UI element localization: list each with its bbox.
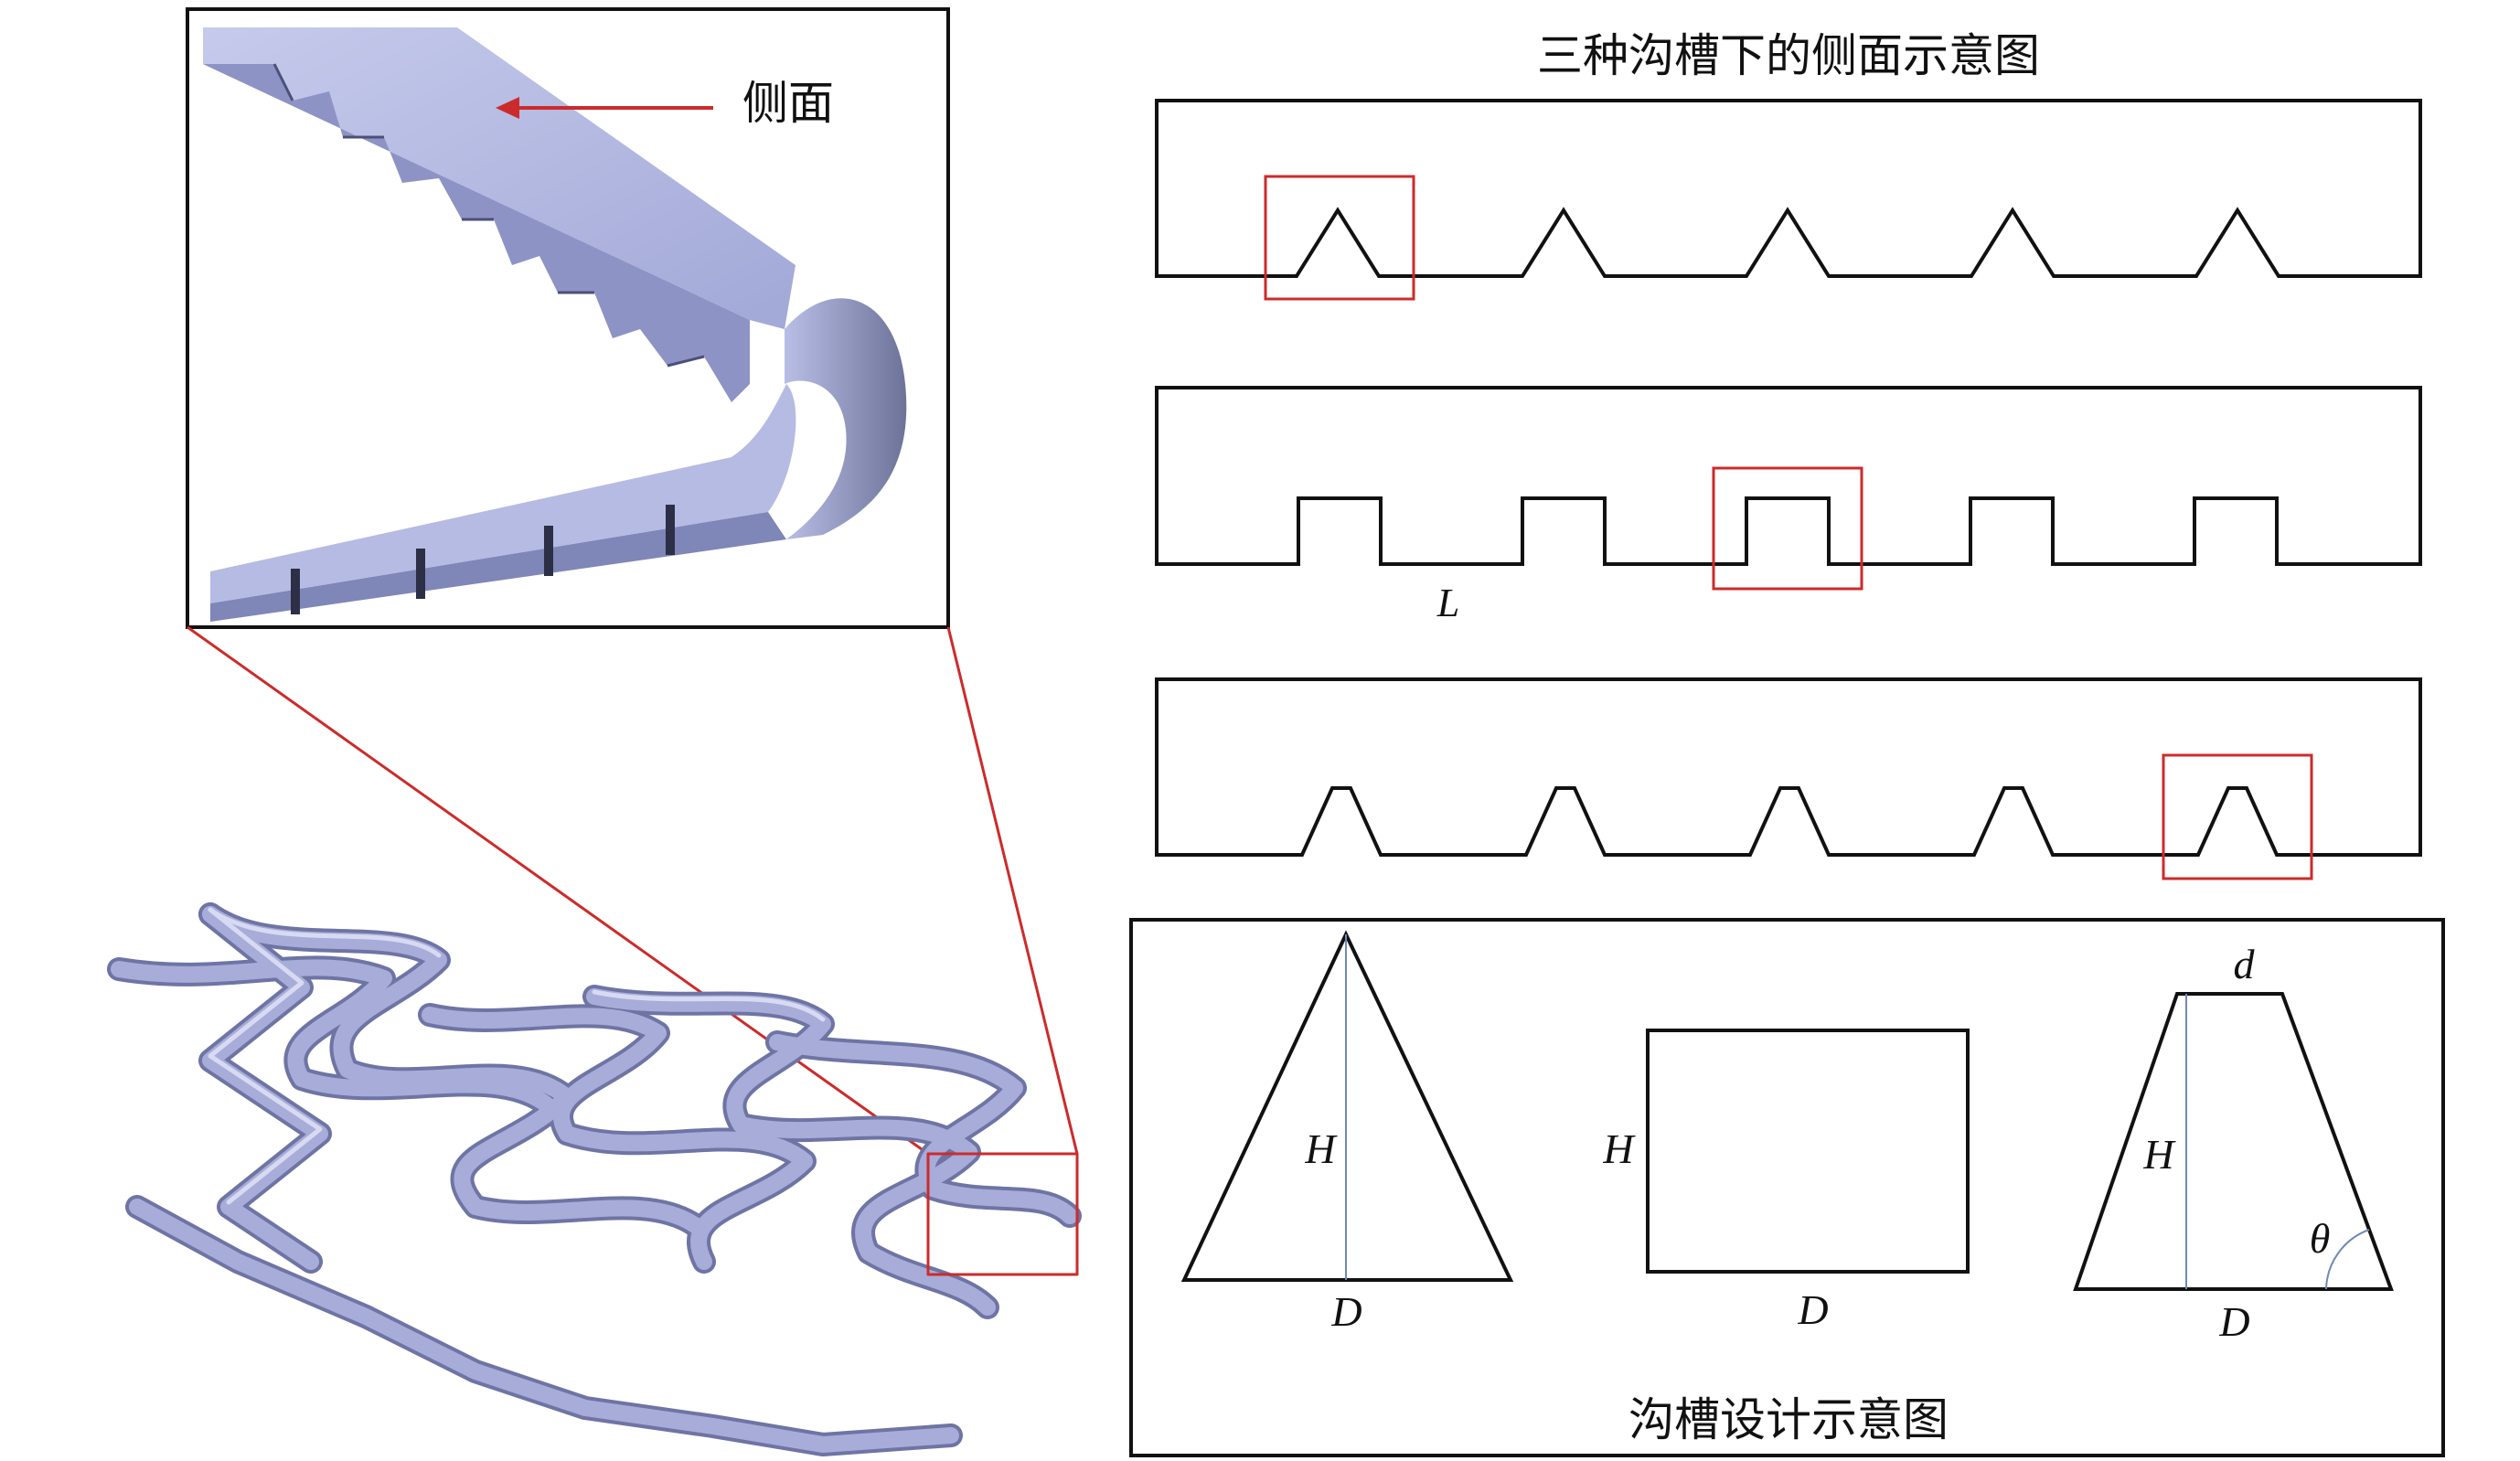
strut-top-face xyxy=(203,27,796,329)
triangle-shape xyxy=(1180,930,1514,1282)
rectangle-height-label: H xyxy=(1602,1125,1636,1172)
trapezoid-angle-label: θ xyxy=(2310,1215,2331,1262)
stent-model xyxy=(107,902,1082,1456)
profile-3-highlight xyxy=(2162,753,2313,880)
profile-triangle-grooves xyxy=(1155,99,2422,278)
side-face-arrow-head xyxy=(496,97,519,119)
strut-bend xyxy=(785,298,907,539)
rectangle-base-label: D xyxy=(1797,1286,1828,1333)
design-trapezoid: d H θ D xyxy=(2073,941,2394,1345)
profile-rect-grooves xyxy=(1155,386,2422,566)
profile-3-outline xyxy=(1155,677,2422,857)
trapezoid-shape xyxy=(2073,992,2394,1291)
rectangle-shape xyxy=(1646,1029,1970,1274)
profile-1-outline xyxy=(1155,99,2422,278)
strut-upper-notches xyxy=(272,63,705,368)
profile-trapezoid-grooves xyxy=(1155,677,2422,857)
stent-zoom-box xyxy=(926,1152,1079,1276)
trapezoid-height-label: H xyxy=(2142,1131,2176,1178)
design-panel-frame xyxy=(1129,918,2445,1457)
strut-upper-side-face xyxy=(203,64,750,402)
design-panel-title: 沟槽设计示意图 xyxy=(1628,1393,1949,1446)
zoom-connectors xyxy=(187,625,1079,1156)
triangle-base-label: D xyxy=(1330,1288,1361,1335)
trapezoid-top-label: d xyxy=(2234,941,2256,987)
trapezoid-angle-arc xyxy=(2325,1229,2370,1290)
design-rectangle: H D xyxy=(1602,1029,1970,1333)
profile-2-outline xyxy=(1155,386,2422,566)
stent-highlights xyxy=(208,907,826,1205)
zoom-strut xyxy=(203,27,907,622)
profile-2-highlight xyxy=(1712,466,1863,591)
strut-lower-side-face xyxy=(210,512,786,622)
side-face-label: 侧面 xyxy=(742,77,834,130)
connector-right xyxy=(946,626,1079,1155)
side-views-title: 三种沟槽下的侧面示意图 xyxy=(1537,29,2040,82)
side-views: 三种沟槽下的侧面示意图 L xyxy=(1155,29,2422,880)
strut-lower-face xyxy=(210,384,796,603)
connector-left xyxy=(187,625,929,1156)
triangle-height-label: H xyxy=(1304,1125,1338,1172)
profile-1-highlight xyxy=(1264,175,1415,301)
spacing-label: L xyxy=(1436,581,1459,625)
trapezoid-base-label: D xyxy=(2218,1298,2249,1345)
design-panel: H D H D d H θ D 沟槽设计示意图 xyxy=(1129,918,2445,1457)
stent-struts xyxy=(111,906,1078,1453)
strut-lower-notches xyxy=(291,505,675,614)
design-triangle: H D xyxy=(1180,930,1514,1335)
zoom-panel: 侧面 xyxy=(186,7,950,629)
